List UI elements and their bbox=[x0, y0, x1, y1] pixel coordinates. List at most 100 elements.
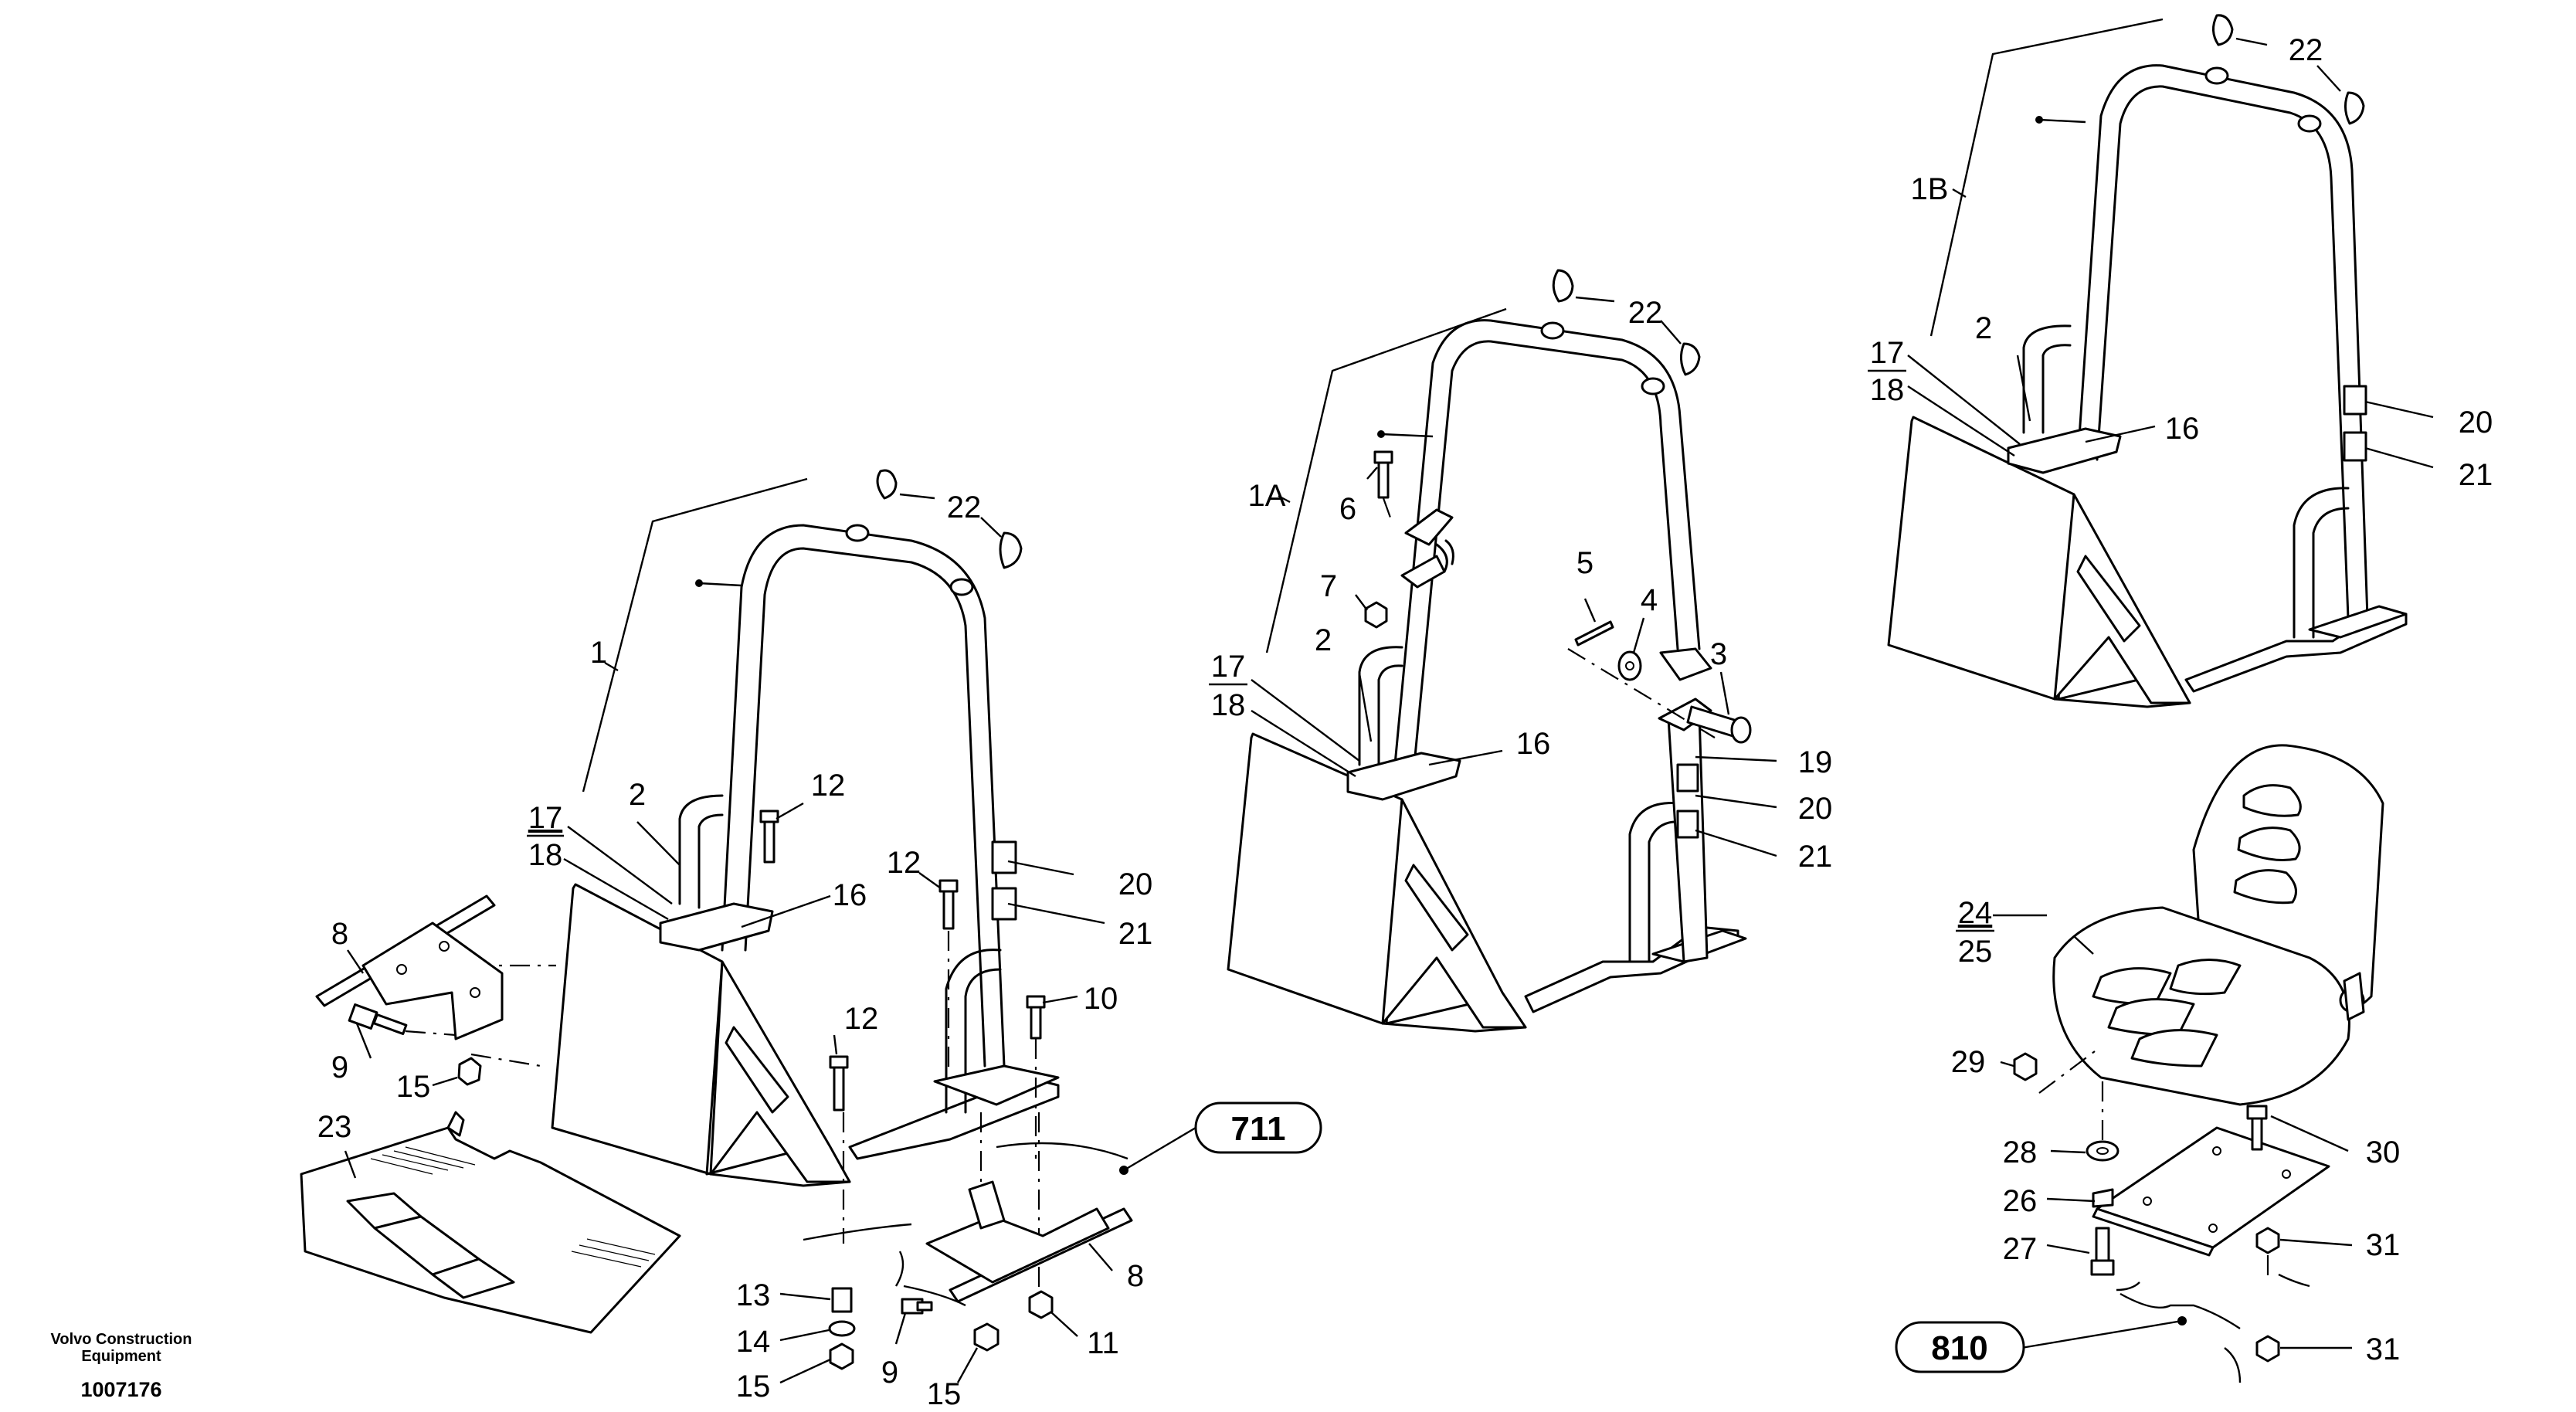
brand-company-line1: Volvo Construction bbox=[51, 1331, 192, 1348]
left-tag-22a bbox=[876, 469, 898, 500]
seat-bolt-27 bbox=[2090, 1227, 2115, 1276]
callout-21: 21 bbox=[1118, 917, 1153, 951]
callout-15-lower-a: 15 bbox=[736, 1370, 771, 1404]
seat-nut-31a bbox=[2255, 1227, 2280, 1254]
callout-29: 29 bbox=[1951, 1045, 1986, 1079]
seat-cushion bbox=[2052, 906, 2350, 1106]
left-floor-mat-23 bbox=[300, 1111, 681, 1334]
middle-nut-7 bbox=[1364, 601, 1388, 629]
callout-17: 17 bbox=[528, 801, 563, 835]
right-base-plate-front bbox=[2007, 427, 2122, 474]
callout-10: 10 bbox=[1084, 982, 1118, 1016]
left-lift-eye-2 bbox=[949, 578, 974, 596]
callout-15-lower-b: 15 bbox=[927, 1377, 962, 1411]
right-tag-22a bbox=[2212, 14, 2234, 46]
callout-22-right: 22 bbox=[2289, 33, 2323, 67]
callout-4: 4 bbox=[1641, 583, 1658, 617]
callout-12b: 12 bbox=[887, 846, 921, 880]
left-nut-11 bbox=[1028, 1290, 1054, 1319]
callout-6: 6 bbox=[1339, 492, 1356, 526]
left-base-plate-front bbox=[659, 902, 774, 952]
left-spacer-13 bbox=[831, 1287, 853, 1313]
bracket-line-1 bbox=[582, 477, 808, 793]
callout-9-upper: 9 bbox=[331, 1051, 348, 1084]
callout-2: 2 bbox=[629, 778, 646, 812]
callout-5: 5 bbox=[1576, 546, 1593, 580]
left-bolt-9-lower bbox=[901, 1298, 933, 1315]
document-number: 1007176 bbox=[80, 1378, 161, 1401]
ref-810-pill[interactable] bbox=[1895, 1321, 2025, 1373]
callout-12c: 12 bbox=[844, 1002, 879, 1036]
callout-2-right: 2 bbox=[1975, 311, 1992, 345]
callout-27: 27 bbox=[2003, 1232, 2038, 1266]
ref-810-label: 810 bbox=[1931, 1329, 1987, 1367]
left-bolt-12b bbox=[938, 879, 959, 930]
seat-nut-29 bbox=[2013, 1052, 2038, 1081]
callout-8-lower: 8 bbox=[1127, 1259, 1144, 1293]
callout-31b: 31 bbox=[2366, 1332, 2401, 1366]
left-fender-side bbox=[709, 960, 851, 1183]
right-rops-tube-inner bbox=[2096, 85, 2350, 619]
callout-14: 14 bbox=[736, 1325, 771, 1359]
left-nut-15-lower-a bbox=[829, 1342, 854, 1370]
callout-18-mid: 18 bbox=[1211, 688, 1246, 722]
right-tag-22b bbox=[2344, 91, 2365, 125]
middle-base-plate-front bbox=[1346, 752, 1461, 801]
callout-7: 7 bbox=[1320, 569, 1337, 603]
seat-washer-28 bbox=[2086, 1140, 2120, 1162]
callout-26: 26 bbox=[2003, 1184, 2038, 1218]
callout-16-mid: 16 bbox=[1516, 727, 1551, 761]
callout-23: 23 bbox=[317, 1110, 352, 1144]
callout-2-mid: 2 bbox=[1315, 623, 1332, 657]
leader-1 bbox=[604, 661, 619, 672]
callout-20-right: 20 bbox=[2459, 406, 2493, 440]
callout-17-right: 17 bbox=[1870, 336, 1905, 370]
callout-16: 16 bbox=[833, 878, 867, 912]
brand-company-line2: Equipment bbox=[81, 1348, 161, 1365]
seat-assembly: 810 24 25 29 28 26 27 30 31 31 bbox=[1895, 744, 2401, 1383]
callout-28: 28 bbox=[2003, 1135, 2038, 1169]
middle-assembly: 1A 6 7 2 17 18 16 22 5 4 3 19 20 21 bbox=[1209, 269, 1833, 1033]
left-tag-22b bbox=[999, 531, 1023, 569]
left-bolt-12c bbox=[829, 1055, 849, 1112]
left-bolt-10 bbox=[1026, 995, 1046, 1040]
middle-rops-tube-inner bbox=[1412, 340, 1679, 774]
callout-31a: 31 bbox=[2366, 1228, 2401, 1262]
left-lift-eye-1 bbox=[845, 524, 870, 542]
callout-24: 24 bbox=[1958, 896, 1993, 930]
callout-17-mid: 17 bbox=[1211, 650, 1246, 684]
middle-washer-4 bbox=[1617, 650, 1642, 681]
callout-13: 13 bbox=[736, 1278, 771, 1312]
left-bracket-8-upper bbox=[315, 894, 504, 1040]
callout-8-upper: 8 bbox=[331, 917, 348, 951]
middle-bolt-6 bbox=[1373, 450, 1393, 499]
callout-18-right: 18 bbox=[1870, 373, 1905, 407]
callout-21-mid: 21 bbox=[1798, 840, 1833, 874]
ref-711-pill[interactable] bbox=[1194, 1101, 1322, 1154]
middle-tag-22a bbox=[1552, 269, 1574, 303]
left-assembly: 711 1 2 22 12 12 12 17 18 16 20 21 bbox=[300, 469, 1322, 1411]
callout-1a: 1A bbox=[1248, 479, 1286, 513]
left-nut-15-lower-b bbox=[973, 1322, 1000, 1352]
callout-3: 3 bbox=[1710, 637, 1727, 671]
ref-711-label: 711 bbox=[1231, 1110, 1286, 1148]
left-bolt-12a bbox=[759, 810, 779, 864]
callout-16-right: 16 bbox=[2165, 412, 2200, 446]
seat-bolt-30 bbox=[2246, 1105, 2268, 1151]
left-washer-14 bbox=[828, 1320, 856, 1337]
callout-22: 22 bbox=[947, 490, 982, 524]
left-nut-15-upper bbox=[457, 1057, 482, 1086]
left-bolt-9-upper bbox=[348, 1003, 408, 1035]
callout-25: 25 bbox=[1958, 935, 1993, 969]
callout-12a: 12 bbox=[811, 769, 846, 803]
left-rops-tube-outer bbox=[721, 524, 1006, 1067]
left-rops-tube-inner bbox=[744, 547, 986, 1067]
middle-pin-5 bbox=[1574, 620, 1614, 647]
middle-rops-tube-outer bbox=[1393, 319, 1701, 774]
brand-block: Volvo Construction Equipment 1007176 bbox=[51, 1331, 192, 1401]
middle-pin-3 bbox=[1686, 705, 1752, 744]
callout-11: 11 bbox=[1087, 1326, 1119, 1360]
callout-1b: 1B bbox=[1911, 172, 1949, 206]
callout-18: 18 bbox=[528, 838, 563, 872]
